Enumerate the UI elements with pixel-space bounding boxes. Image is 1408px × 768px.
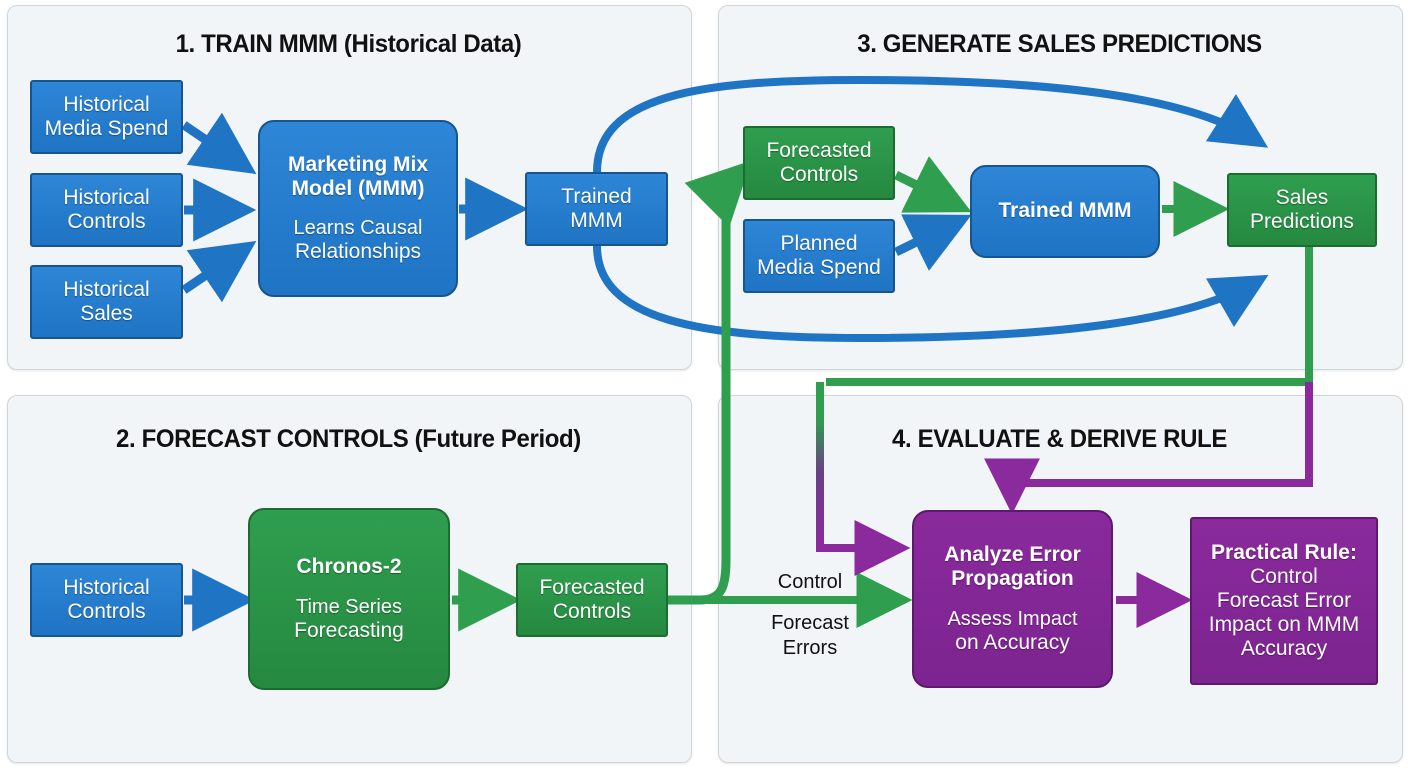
node-sub-line2: on Accuracy xyxy=(955,630,1070,654)
node-forecasted-controls-input[interactable]: Forecasted Controls xyxy=(743,126,895,200)
node-practical-rule[interactable]: Practical Rule: Control Forecast Error I… xyxy=(1190,517,1378,685)
node-label-line1: Trained MMM xyxy=(998,199,1132,223)
node-label-line2: Predictions xyxy=(1250,210,1354,233)
node-label-line1: Historical xyxy=(63,92,150,116)
node-label-line1: Trained xyxy=(561,184,632,208)
node-sub-line1: Learns Causal xyxy=(293,217,423,240)
node-label-line2: Media Spend xyxy=(757,256,881,279)
node-sub-line2: Forecast Error xyxy=(1216,588,1352,612)
edge-label-errors: Errors xyxy=(782,637,838,659)
node-title-line1: Analyze Error xyxy=(944,543,1081,567)
node-sub-line2: Forecasting xyxy=(294,618,404,642)
edge-label-forecast: Forecast xyxy=(771,612,849,634)
node-forecasted-controls-output[interactable]: Forecasted Controls xyxy=(516,563,668,637)
node-historical-controls-train[interactable]: Historical Controls xyxy=(30,173,183,247)
node-label-line2: Media Spend xyxy=(44,117,169,140)
node-title-line1: Chronos-2 xyxy=(296,555,402,579)
panel-2-title: 2. FORECAST CONTROLS (Future Period) xyxy=(116,425,581,453)
node-sub-line1: Assess Impact xyxy=(947,607,1078,630)
node-label-line1: Forecasted xyxy=(539,575,645,599)
node-sales-predictions[interactable]: Sales Predictions xyxy=(1227,173,1377,247)
node-title-line2: Propagation xyxy=(951,567,1074,591)
node-title-line1: Practical Rule: xyxy=(1211,540,1357,564)
node-planned-media-spend[interactable]: Planned Media Spend xyxy=(743,219,895,293)
node-label-line2: Sales xyxy=(80,302,133,325)
node-sub-line4: Accuracy xyxy=(1240,637,1328,661)
node-trained-mmm-output[interactable]: Trained MMM xyxy=(525,172,668,246)
node-sub-line1: Time Series xyxy=(296,595,402,618)
panel-1-title: 1. TRAIN MMM (Historical Data) xyxy=(175,30,522,58)
node-label-line1: Planned xyxy=(780,231,858,255)
node-historical-sales[interactable]: Historical Sales xyxy=(30,265,183,339)
node-title-line1: Marketing Mix xyxy=(287,152,429,176)
node-label-line1: Sales xyxy=(1275,185,1329,209)
node-label-line1: Historical xyxy=(63,575,150,599)
node-sub-line1: Control xyxy=(1250,564,1318,588)
node-marketing-mix-model[interactable]: Marketing Mix Model (MMM) Learns Causal … xyxy=(258,120,458,297)
edge-label-control: Control xyxy=(777,571,843,593)
node-label-line2: Controls xyxy=(552,600,632,623)
node-sub-line2: Relationships xyxy=(294,240,422,264)
node-label-line1: Forecasted xyxy=(766,138,872,162)
node-chronos-2[interactable]: Chronos-2 Time Series Forecasting xyxy=(248,508,450,690)
node-title-line2: Model (MMM) xyxy=(291,176,425,200)
node-label-line2: Controls xyxy=(67,210,146,233)
node-trained-mmm-predict[interactable]: Trained MMM xyxy=(970,165,1160,258)
node-historical-media-spend[interactable]: Historical Media Spend xyxy=(30,80,183,154)
node-historical-controls-forecast[interactable]: Historical Controls xyxy=(30,563,183,637)
node-analyze-error-propagation[interactable]: Analyze Error Propagation Assess Impact … xyxy=(912,510,1113,688)
node-label-line1: Historical xyxy=(63,277,150,301)
node-label-line2: MMM xyxy=(570,209,623,232)
panel-3-title: 3. GENERATE SALES PREDICTIONS xyxy=(857,30,1262,58)
node-label-line1: Historical xyxy=(63,185,150,209)
node-label-line2: Controls xyxy=(67,600,146,623)
node-sub-line3: Impact on MMM xyxy=(1208,613,1360,637)
node-label-line2: Controls xyxy=(779,163,859,186)
panel-4-title: 4. EVALUATE & DERIVE RULE xyxy=(892,425,1227,453)
